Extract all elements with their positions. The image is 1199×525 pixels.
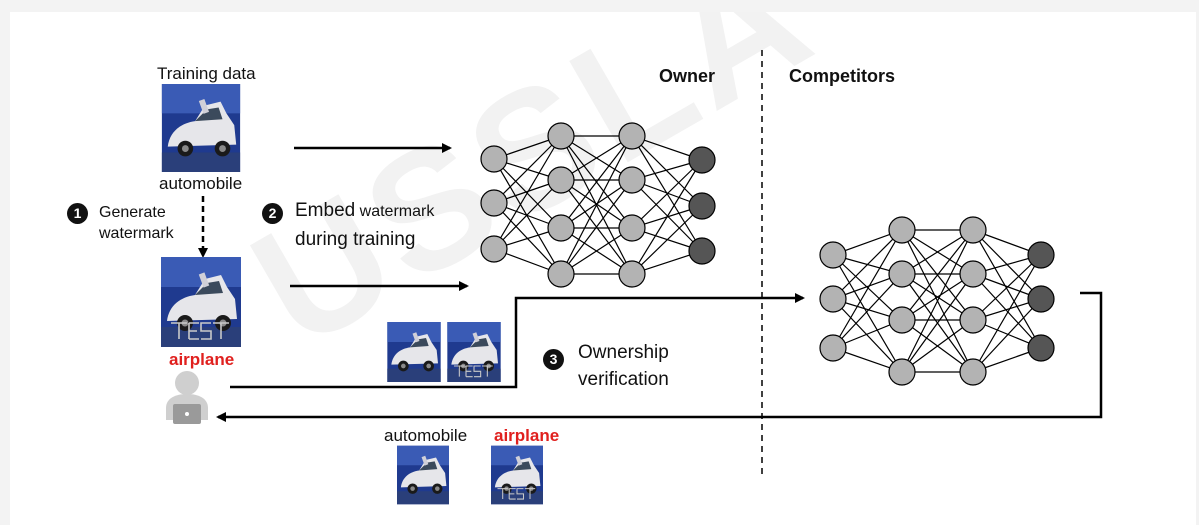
step-2-line1: Embed watermark (295, 200, 434, 222)
automobile-label-bottom: automobile (384, 426, 468, 445)
step-2-badge: 2 (262, 203, 283, 224)
step-3-line2: verification (578, 369, 669, 390)
training-data-label: Training data (157, 64, 256, 83)
query-image-clean (387, 322, 441, 382)
step-1-line2: watermark (99, 225, 174, 242)
training-data-image (161, 84, 241, 172)
airplane-label-left: airplane (169, 350, 235, 369)
arrow-query-to-competitor (230, 293, 805, 389)
step-2-embed: Embed (295, 200, 356, 221)
arrow-response-to-user (216, 291, 1103, 422)
step-3-badge: 3 (543, 349, 564, 370)
step-2-watermark: watermark (359, 203, 435, 220)
owner-network (480, 122, 716, 288)
automobile-label-top: automobile (159, 174, 243, 193)
result-image-automobile (397, 445, 449, 505)
watermarked-image (161, 257, 241, 347)
step-1-line1: Generate (99, 204, 166, 221)
airplane-label-bottom: airplane (494, 426, 560, 445)
competitor-network (819, 216, 1055, 386)
step-1-badge: 1 (67, 203, 88, 224)
competitors-title: Competitors (789, 66, 896, 86)
query-image-watermarked (447, 322, 501, 382)
owner-title: Owner (659, 66, 716, 86)
diagram-canvas: USSLA (10, 12, 1196, 525)
step-2-line2: during training (295, 229, 416, 250)
diagram-graphics (161, 50, 1103, 505)
result-image-airplane (491, 445, 543, 505)
step-3-line1: Ownership (578, 342, 669, 363)
user-icon (166, 371, 208, 424)
